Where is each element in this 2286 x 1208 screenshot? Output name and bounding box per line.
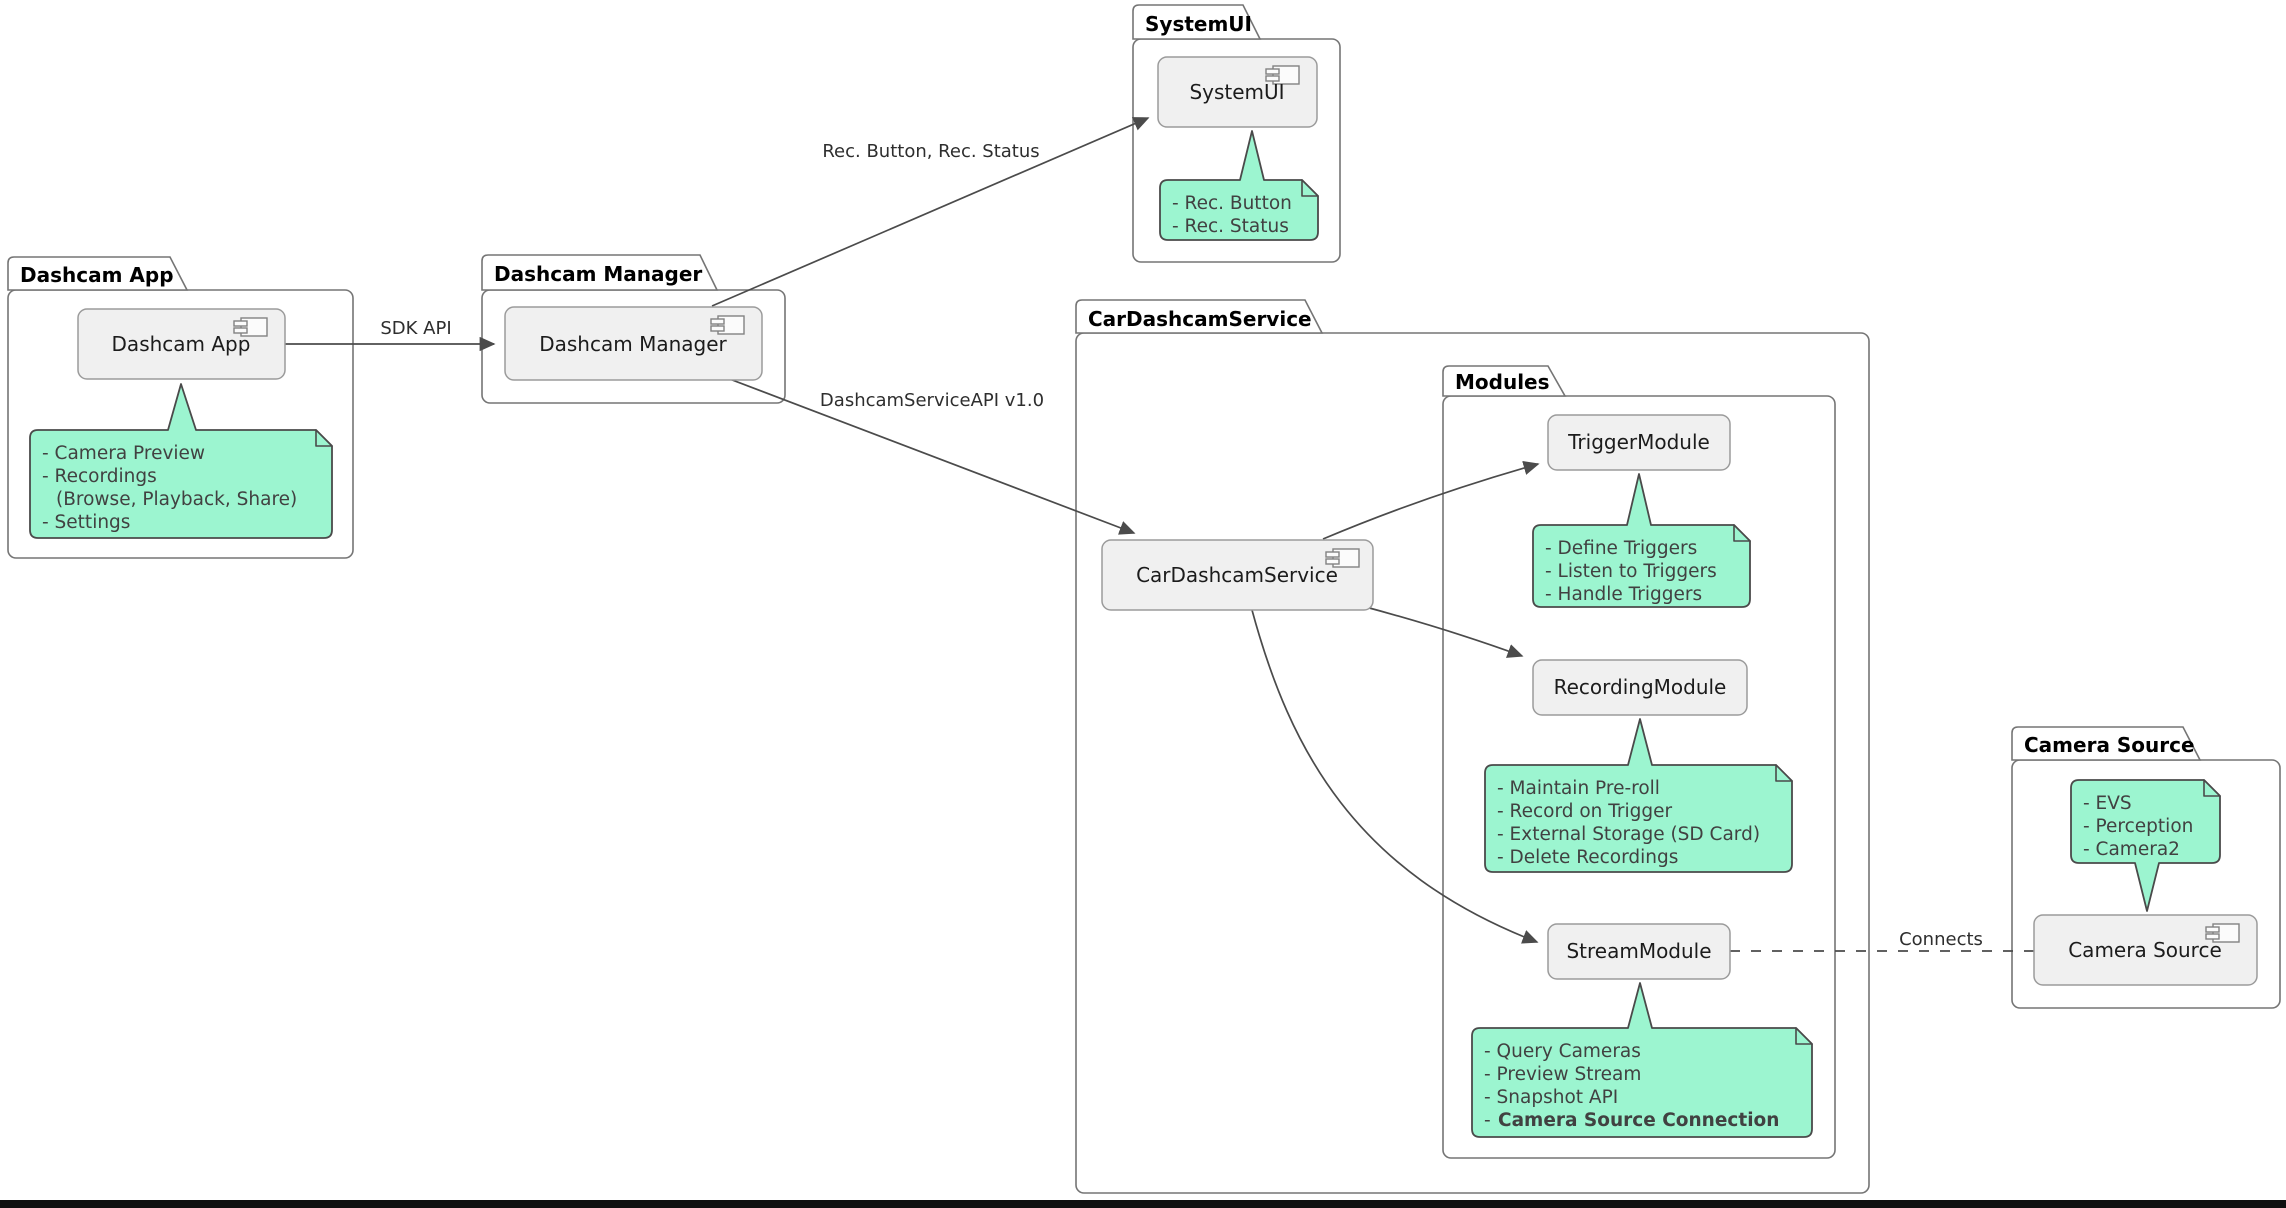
note-systemui: - Rec. Button - Rec. Status	[1159, 130, 1319, 241]
component-trigger-module-label: TriggerModule	[1567, 430, 1710, 454]
component-dashcam-manager-label: Dashcam Manager	[539, 332, 727, 356]
component-recording-module-label: RecordingModule	[1554, 675, 1727, 699]
edge-label-service-api: DashcamServiceAPI v1.0	[820, 390, 1044, 411]
note-fold-icon	[1795, 1027, 1813, 1045]
note-line: - Recordings	[42, 466, 157, 487]
note-line: - External Storage (SD Card)	[1497, 824, 1760, 845]
note-line: - Query Cameras	[1484, 1041, 1641, 1062]
component-car-dashcam-service: CarDashcamService	[1101, 539, 1374, 611]
edges: SDK API Rec. Button, Rec. Status Dashcam…	[285, 117, 2034, 952]
component-icon	[710, 315, 745, 335]
bottom-bar	[0, 1200, 2286, 1208]
note-line: - Define Triggers	[1545, 538, 1697, 559]
note-line: - Handle Triggers	[1545, 584, 1702, 605]
edge-rec-ui	[711, 117, 1150, 307]
component-dashcam-app-label: Dashcam App	[112, 332, 251, 356]
note-fold-icon	[1733, 524, 1751, 542]
edge-label-rec-ui: Rec. Button, Rec. Status	[822, 141, 1039, 162]
component-stream-module-label: StreamModule	[1566, 939, 1711, 963]
note-line: - Listen to Triggers	[1545, 561, 1717, 582]
note-line: - Perception	[2083, 816, 2193, 837]
note-fold-icon	[1301, 179, 1319, 197]
package-systemui-title: SystemUI	[1145, 12, 1252, 36]
package-modules-title: Modules	[1455, 370, 1550, 394]
component-trigger-module: TriggerModule	[1547, 414, 1731, 471]
component-car-dashcam-service-label: CarDashcamService	[1136, 563, 1338, 587]
package-car-dashcam-service-title: CarDashcamService	[1088, 307, 1312, 331]
package-car-dashcam-service-tab	[1075, 299, 1324, 334]
note-line: - Preview Stream	[1484, 1064, 1641, 1085]
package-modules-tab	[1442, 365, 1567, 397]
package-dashcam-manager-title: Dashcam Manager	[494, 262, 702, 286]
component-camera-source-label: Camera Source	[2068, 938, 2222, 962]
component-dashcam-app: Dashcam App	[77, 308, 286, 380]
note-fold-icon	[2203, 779, 2221, 797]
note-camera-source: - EVS - Perception - Camera2	[2070, 779, 2221, 912]
component-camera-source: Camera Source	[2033, 914, 2258, 986]
component-icon	[2205, 923, 2240, 943]
note-line: - Delete Recordings	[1497, 847, 1678, 868]
package-dashcam-manager-tab	[481, 254, 719, 291]
package-systemui-tab	[1132, 4, 1262, 40]
component-systemui-label: SystemUI	[1189, 80, 1284, 104]
component-systemui: SystemUI	[1157, 56, 1318, 128]
package-camera-source-title: Camera Source	[2024, 733, 2195, 757]
note-line: - Camera Preview	[42, 443, 205, 464]
note-line: - Settings	[42, 512, 130, 533]
note-line: (Browse, Playback, Share)	[56, 489, 297, 510]
note-recording-module: - Maintain Pre-roll - Record on Trigger …	[1484, 718, 1793, 873]
component-icon	[233, 317, 268, 337]
edge-label-sdk-api: SDK API	[380, 318, 451, 339]
note-line: - Snapshot API	[1484, 1087, 1618, 1108]
edge-service-to-stream	[1251, 609, 1539, 944]
edge-service-api	[726, 377, 1136, 535]
component-recording-module: RecordingModule	[1532, 659, 1748, 716]
component-icon	[1325, 548, 1360, 568]
note-line: -	[1484, 1110, 1491, 1131]
package-camera-source-tab	[2011, 726, 2202, 761]
note-fold-icon	[1775, 764, 1793, 782]
component-dashcam-manager: Dashcam Manager	[504, 306, 763, 381]
note-line: - Record on Trigger	[1497, 801, 1672, 822]
note-stream-module: - Query Cameras - Preview Stream - Snaps…	[1471, 982, 1813, 1138]
package-dashcam-app-title: Dashcam App	[20, 263, 174, 287]
note-trigger-module: - Define Triggers - Listen to Triggers -…	[1532, 473, 1751, 608]
package-dashcam-app-tab	[7, 256, 189, 291]
note-dashcam-app: - Camera Preview - Recordings (Browse, P…	[29, 383, 333, 539]
note-line: - Camera2	[2083, 839, 2180, 860]
note-line: - Rec. Status	[1172, 216, 1289, 237]
edge-service-to-trigger	[1322, 460, 1540, 540]
note-line-bold: Camera Source Connection	[1498, 1110, 1779, 1131]
component-icon	[1265, 65, 1300, 85]
note-line: - EVS	[2083, 793, 2132, 814]
note-line: - Maintain Pre-roll	[1497, 778, 1660, 799]
edge-label-connects: Connects	[1899, 929, 1983, 950]
note-fold-icon	[315, 429, 333, 447]
component-stream-module: StreamModule	[1547, 923, 1731, 980]
edge-service-to-recording	[1361, 605, 1524, 658]
note-line: - Rec. Button	[1172, 193, 1292, 214]
